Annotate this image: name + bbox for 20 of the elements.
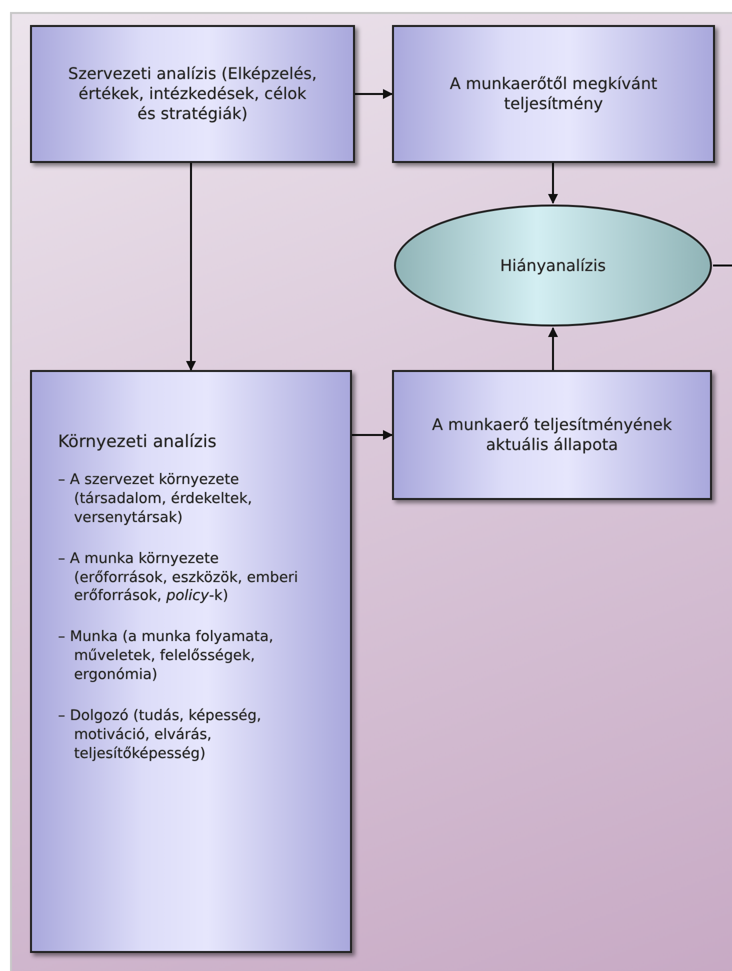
arrow [548,163,558,204]
node-label: A munkaerő teljesítményének aktuális állapota [430,415,674,455]
arrow [352,430,393,440]
connector-line [713,264,732,266]
list-item: – A szervezet környezete (társadalom, érdekeltek, versenytársak) [58,471,254,528]
node-label: A munkaerőtől megkívánt teljesítmény [448,74,658,114]
list-item: – Dolgozó (tudás, képesség, motiváció, elvárás, teljesítőképesség) [58,706,262,764]
process-ellipse [393,203,713,328]
process-box [30,25,355,163]
process-box [30,370,352,953]
list-item: – A munka környezete (erőforrások, eszközök, emberi erőforrások, policy-k) [58,550,300,606]
process-box [392,370,712,500]
arrow [186,163,196,371]
box-heading: Környezeti analízis [58,432,216,454]
list-item: – Munka (a munka folyamata, műveletek, felelősségek, ergonómia) [58,628,274,685]
node-label: Szervezeti analízis (Elképzelés, értékek, intézkedések, célok és stratégiák) [68,64,318,124]
process-box [392,25,715,163]
arrow [548,327,558,370]
arrow [355,89,393,99]
node-label: Hiányanalízis [500,256,606,276]
